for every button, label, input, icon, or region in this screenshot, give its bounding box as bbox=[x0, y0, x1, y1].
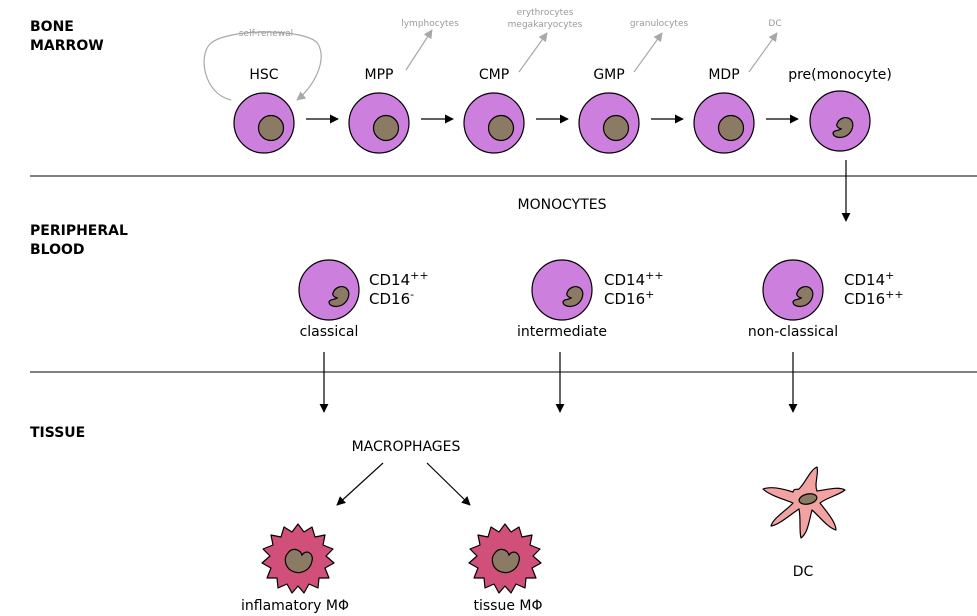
arrow-to-inflammatory bbox=[336, 462, 384, 506]
stage-label-hsc: HSC bbox=[249, 67, 278, 83]
macrophages-title: MACROPHAGES bbox=[352, 439, 461, 455]
monocyte-label-intermediate: intermediate bbox=[517, 324, 607, 340]
stage-label-gmp: GMP bbox=[593, 67, 624, 83]
cell-hsc bbox=[233, 92, 295, 154]
cell-premonocyte bbox=[809, 90, 871, 152]
arrow-to-tissue-macrophage bbox=[426, 462, 471, 506]
marker-nonclassical-cd16: CD16++ bbox=[844, 288, 904, 308]
cell-gmp bbox=[578, 92, 640, 154]
section-peripheral-label-1: PERIPHERAL bbox=[30, 223, 128, 239]
tissue-macrophage bbox=[468, 523, 542, 594]
branch-label-granulocytes: granulocytes bbox=[630, 19, 689, 29]
monocyte-label-nonclassical: non-classical bbox=[748, 324, 838, 340]
branch-arrow-lymphocytes bbox=[405, 29, 433, 71]
branch-arrow-dc bbox=[748, 32, 778, 73]
monocyte-classical bbox=[298, 259, 360, 321]
marker-intermediate-cd16: CD16+ bbox=[604, 288, 654, 308]
marker-classical-cd16: CD16- bbox=[369, 288, 414, 308]
marker-intermediate-cd14: CD14++ bbox=[604, 269, 664, 289]
branch-arrow-granulocytes bbox=[633, 32, 663, 73]
label-tissue-macrophage: tissue MΦ bbox=[473, 598, 542, 614]
marker-classical-cd14: CD14++ bbox=[369, 269, 429, 289]
dendritic-cell bbox=[762, 466, 846, 539]
inflammatory-macrophage bbox=[261, 523, 335, 594]
branch-label-dc: DC bbox=[768, 19, 781, 29]
marker-nonclassical-cd14: CD14+ bbox=[844, 269, 894, 289]
stage-label-premonocyte: pre(monocyte) bbox=[788, 67, 892, 83]
cell-mdp bbox=[693, 92, 755, 154]
monocyte-label-classical: classical bbox=[300, 324, 359, 340]
stage-label-cmp: CMP bbox=[479, 67, 509, 83]
section-blood-label-2: BLOOD bbox=[30, 242, 85, 258]
section-bone-label-1: BONE bbox=[30, 19, 74, 35]
label-dc: DC bbox=[793, 564, 814, 580]
cell-mpp bbox=[348, 92, 410, 154]
monocyte-intermediate bbox=[531, 259, 593, 321]
stage-label-mpp: MPP bbox=[365, 67, 394, 83]
label-inflammatory-macrophage: inflamatory MΦ bbox=[241, 598, 349, 614]
section-tissue-label: TISSUE bbox=[30, 425, 85, 441]
cell-cmp bbox=[463, 92, 525, 154]
branch-label-megakaryocytes: megakaryocytes bbox=[508, 20, 583, 30]
branch-label-lymphocytes: lymphocytes bbox=[401, 19, 459, 29]
branch-label-erythrocytes: erythrocytes bbox=[517, 8, 574, 18]
branch-arrow-erythrocytes bbox=[518, 32, 548, 73]
self-renewal-label: self-renewal bbox=[239, 29, 293, 39]
stage-label-mdp: MDP bbox=[708, 67, 739, 83]
self-renewal-loop-arrow bbox=[203, 31, 322, 101]
monocyte-nonclassical bbox=[762, 259, 824, 321]
monocytes-title: MONOCYTES bbox=[518, 197, 607, 213]
section-marrow-label-2: MARROW bbox=[30, 38, 104, 54]
